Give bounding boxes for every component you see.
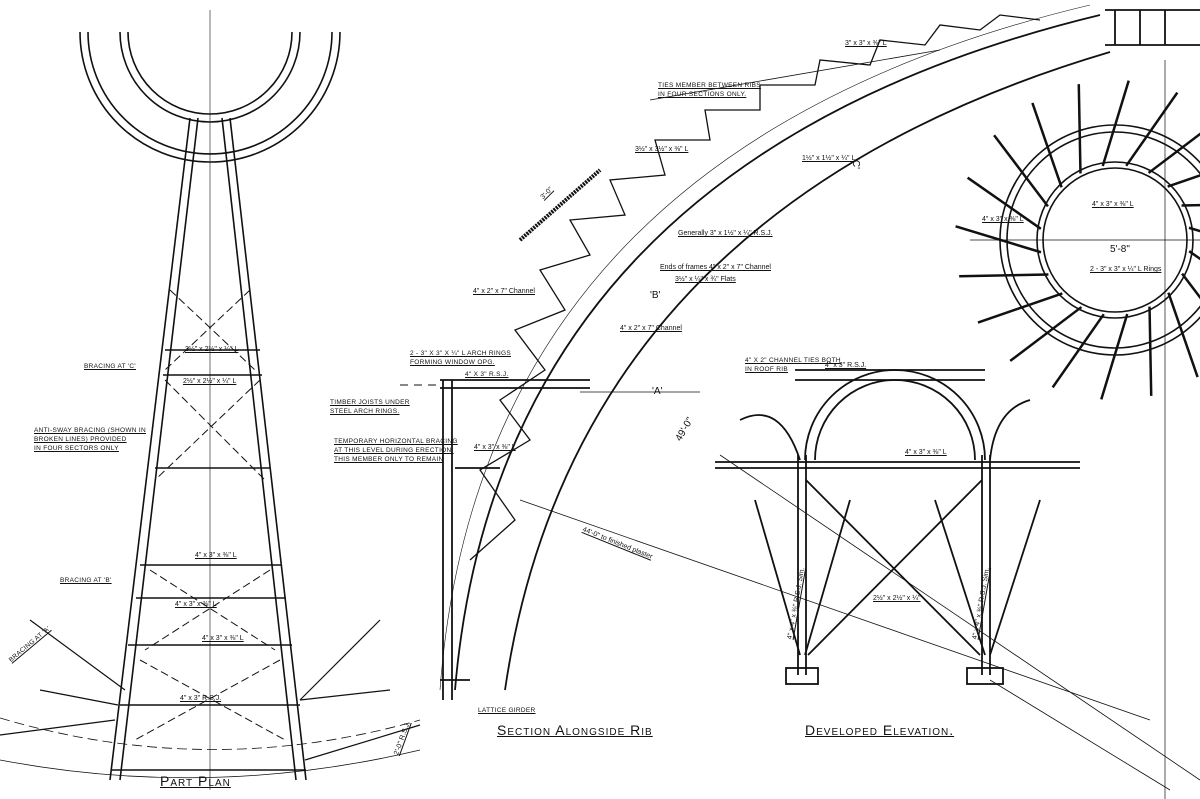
rosette-spoke <box>1181 272 1200 300</box>
label-arch-rings-1: 2 - 3" x 3" x ¼" L Arch Rings <box>410 350 511 357</box>
section-rib <box>400 4 1200 781</box>
angle-c-top: 3½" x 2½" x ¼" L <box>185 346 239 353</box>
rib-inner-chord <box>504 51 1111 691</box>
label-anti-sway-3: in four sectors only <box>34 445 119 452</box>
rosette-angle-2: 4" x 3" x ⅜" L <box>1092 201 1134 208</box>
label-ties-2: in four sections only. <box>658 91 747 98</box>
rosette-dim: 5'-8" <box>1110 244 1130 255</box>
angle-b-top: 4" x 3" x ⅜" L <box>195 552 237 559</box>
mark-c: 'C' <box>850 157 862 170</box>
rosette-spoke <box>1031 102 1063 188</box>
label-angle-small: 4" x 3" x ⅜" L <box>474 444 516 451</box>
rosette-spoke <box>1188 226 1200 233</box>
rosette-angle: 4" x 3" x ⅜" L <box>982 216 1024 223</box>
dimension-44ft <box>519 499 1151 721</box>
elev-angle: 4" x 3" x ⅜" L <box>905 449 947 456</box>
dimension-49ft <box>719 454 1200 781</box>
tower-leg-left <box>109 117 191 781</box>
label-lattice: Lattice Girder <box>478 707 536 714</box>
elevation-arch <box>804 369 986 461</box>
label-arch-rings-2: forming window opg. <box>410 359 495 366</box>
title-elevation: Developed Elevation. <box>805 722 955 738</box>
elev-angle-mid: 2½" x 2½" x ¼" <box>873 595 921 602</box>
mark-a: 'A' <box>652 386 663 397</box>
label-rsj: 4" x 3" R.S.J. <box>465 371 509 378</box>
part-plan <box>0 10 421 790</box>
angle-c-bot: 2½" x 2½" x ¼" L <box>183 378 237 385</box>
rosette-spoke <box>993 134 1049 208</box>
rosette-spoke <box>1009 306 1083 362</box>
rosette-spoke <box>1100 313 1129 400</box>
mark-b: 'B' <box>650 290 661 301</box>
rosette-spoke <box>1181 203 1200 207</box>
rosette-spoke <box>955 225 1042 254</box>
rosette-spoke <box>966 176 1042 230</box>
label-temp-2: at this level during erection. <box>334 447 454 454</box>
rosette-spoke <box>1147 132 1200 174</box>
rosette-rings: 2 - 3" x 3" x ¼" L Rings <box>1090 266 1162 273</box>
label-channel-1: 4" x 2" x 7" Channel <box>473 288 535 295</box>
label-bracing-b: Bracing at 'B' <box>60 577 112 584</box>
rib-outer-chord <box>454 14 1101 691</box>
label-bracing-c: Bracing at 'C' <box>84 363 136 370</box>
rosette-spoke <box>977 292 1063 324</box>
rosette-spoke <box>959 273 1049 278</box>
label-timber-1: Timber joists under <box>330 399 410 406</box>
ring-beams <box>112 349 306 771</box>
label-anti-sway-2: broken lines) provided <box>34 436 127 443</box>
rosette-spoke <box>1051 313 1105 389</box>
tower-leg-right <box>221 117 297 781</box>
label-timber-2: steel arch rings. <box>330 408 400 415</box>
rosette-spoke <box>1167 292 1199 378</box>
label-generally: Generally 3" x 1½" x ¼" R.S.J. <box>678 230 773 237</box>
label-temp-3: This member only to remain <box>334 456 444 463</box>
label-channel-2: 4" x 2" x 7" Channel <box>620 325 682 332</box>
rosette-spoke <box>1101 80 1130 167</box>
rsj-a: 4" x 3" R.S.J. <box>180 695 222 702</box>
rosette-spoke <box>1148 306 1153 396</box>
rosette-spoke <box>1125 91 1179 167</box>
label-temp-1: Temporary horizontal bracing <box>334 438 458 445</box>
label-ends: Ends of frames 4" x 2" x 7" Channel <box>660 264 771 271</box>
label-angle-mid: 1½" x 1½" x ¼" L <box>802 155 856 162</box>
angle-a-top: 4" x 3" x ⅜" L <box>202 635 244 642</box>
angle-b-bot: 4" x 3" x ⅜" L <box>175 601 217 608</box>
rosette <box>955 60 1200 799</box>
label-angle-crown: 3" x 3" x ⅜" L <box>845 40 887 47</box>
label-flats: 3½" x ¼" x ¾" Flats <box>675 276 736 283</box>
title-section: Section Alongside Rib <box>497 722 653 738</box>
rosette-spoke <box>1167 174 1200 188</box>
label-anti-sway-1: Anti-sway bracing (shown in <box>34 427 146 434</box>
rib-lattice <box>469 14 1041 561</box>
label-angle-top: 3½" x 3½" x ⅜" L <box>635 146 689 153</box>
developed-elevation <box>715 369 1171 791</box>
label-ties-1: Ties member between ribs <box>658 82 761 89</box>
elev-channel-1: 4" x 2" Channel Ties both <box>745 357 841 364</box>
title-part-plan: Part Plan <box>160 773 231 789</box>
elev-rsj: 4" x 3" R.S.J. <box>825 362 867 369</box>
rosette-spoke <box>1077 84 1082 174</box>
elev-channel-2: in roof rib <box>745 366 789 373</box>
